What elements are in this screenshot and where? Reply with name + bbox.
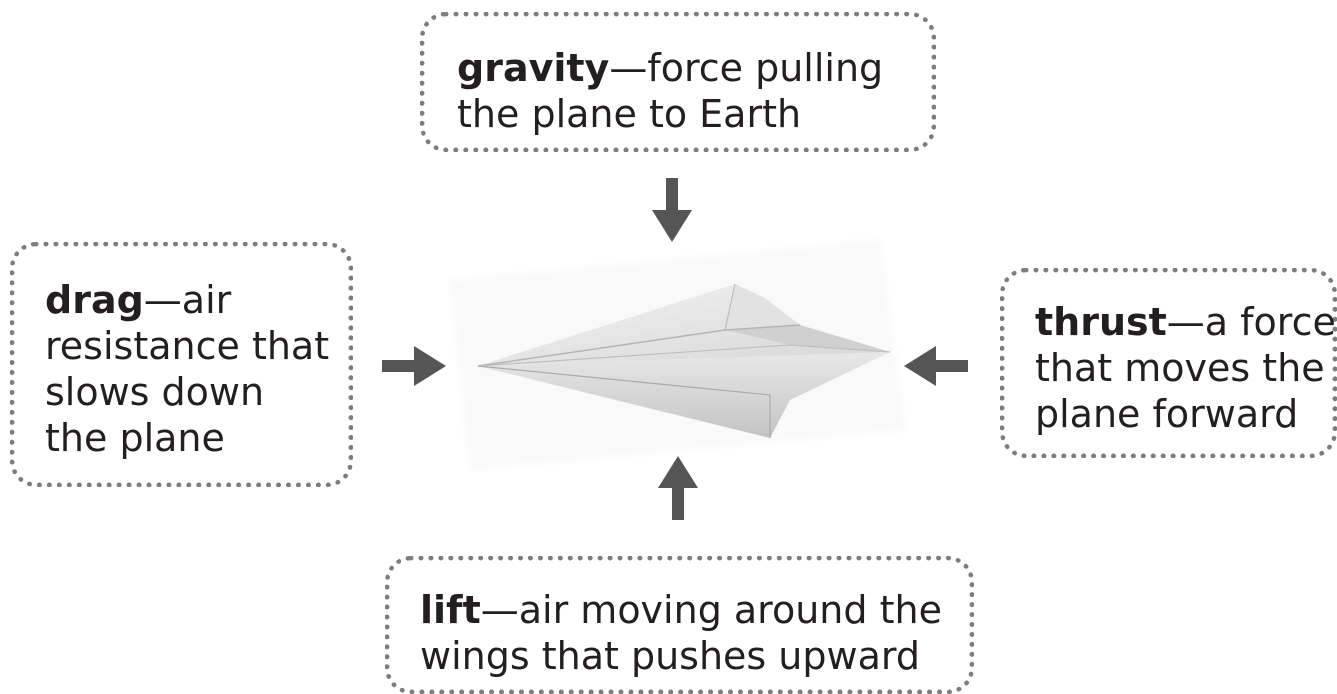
- gravity-line-1: gravity—force pulling: [457, 45, 931, 91]
- arrow-up-icon: [658, 456, 698, 520]
- drag-label-box: drag—air resistance that slows down the …: [10, 242, 353, 487]
- drag-line-4: the plane: [45, 416, 225, 460]
- thrust-definition-start: —a force: [1166, 300, 1336, 344]
- drag-line-2: resistance that: [45, 324, 330, 368]
- drag-term: drag: [45, 278, 144, 322]
- lift-term: lift: [420, 588, 481, 632]
- arrow-left-icon: [904, 346, 968, 386]
- gravity-definition-start: —force pulling: [609, 46, 884, 90]
- drag-definition-start: —air: [143, 278, 232, 322]
- drag-line-1: drag—air: [45, 277, 348, 323]
- gravity-term: gravity: [457, 46, 610, 90]
- lift-label-box: lift—air moving around the wings that pu…: [385, 556, 974, 694]
- gravity-label-box: gravity—force pulling the plane to Earth: [420, 12, 936, 152]
- thrust-line-1: thrust—a force: [1035, 299, 1336, 345]
- thrust-label-box: thrust—a force that moves the plane forw…: [1000, 268, 1337, 458]
- paper-airplane-icon: [450, 240, 905, 470]
- thrust-term: thrust: [1035, 300, 1167, 344]
- thrust-line-2: that moves the: [1035, 346, 1325, 390]
- lift-line-2: wings that pushes upward: [420, 634, 920, 678]
- drag-line-3: slows down: [45, 370, 265, 414]
- arrow-right-icon: [382, 346, 446, 386]
- lift-line-1: lift—air moving around the: [420, 587, 969, 633]
- thrust-line-3: plane forward: [1035, 392, 1299, 436]
- gravity-line-2: the plane to Earth: [457, 92, 802, 136]
- arrow-down-icon: [652, 178, 692, 242]
- lift-definition-start: —air moving around the: [480, 588, 942, 632]
